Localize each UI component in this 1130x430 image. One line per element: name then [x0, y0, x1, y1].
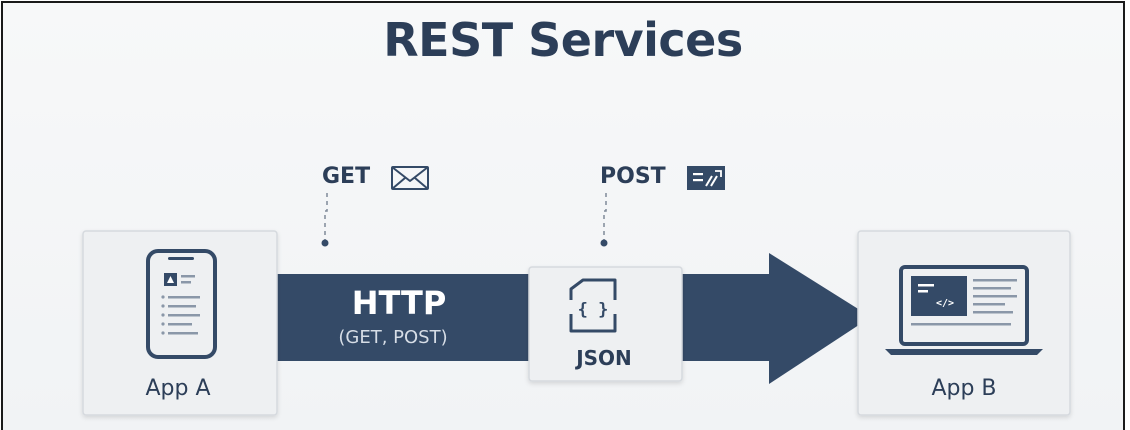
post-anchor-dot: [600, 239, 608, 247]
json-label: JSON: [574, 346, 632, 370]
get-label: GET: [322, 164, 370, 189]
smartphone-icon: [146, 249, 217, 359]
post-callout: POST: [600, 164, 725, 247]
app-a-box: App A: [82, 230, 278, 416]
rest-diagram: HTTP (GET, POST): [82, 164, 1071, 416]
http-label: HTTP: [352, 284, 447, 322]
json-payload-box: { } JSON: [528, 266, 683, 382]
envelope-icon: [391, 166, 429, 190]
post-form-icon: [687, 166, 725, 190]
get-callout: GET: [321, 164, 429, 247]
json-braces-icon: { }: [569, 278, 617, 333]
laptop-code-icon: </>: [885, 265, 1043, 355]
braces-glyph: { }: [578, 300, 609, 320]
app-a-label: App A: [145, 376, 210, 401]
code-glyph: </>: [936, 298, 954, 309]
app-b-box: </> App B: [857, 230, 1071, 416]
page-title: REST Services: [383, 13, 743, 67]
post-label: POST: [600, 164, 666, 189]
app-b-label: App B: [931, 376, 996, 401]
get-anchor-dot: [321, 239, 329, 247]
http-arrow: [276, 253, 871, 384]
http-sublabel: (GET, POST): [338, 327, 447, 348]
